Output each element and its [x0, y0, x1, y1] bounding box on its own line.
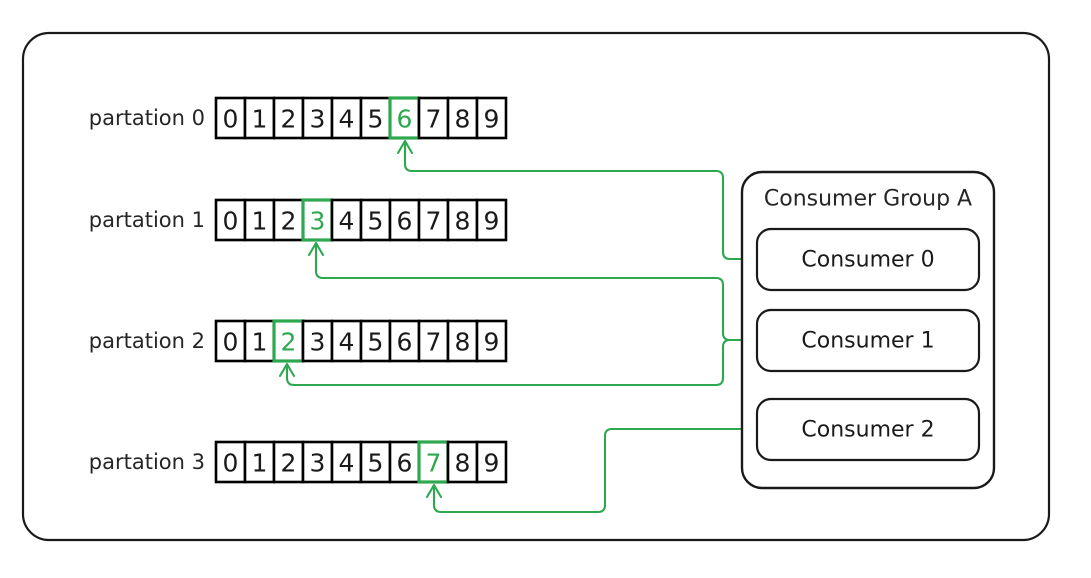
- partition-cell-label: 2: [281, 449, 297, 478]
- outer-frame: [21, 31, 1051, 542]
- partition-label: partation 0: [89, 106, 205, 130]
- partition-cell-label: 3: [310, 328, 326, 357]
- consumer-label: Consumer 1: [801, 329, 934, 354]
- partition-cell-label: 0: [223, 449, 239, 478]
- partition-cell-label: 8: [455, 207, 471, 236]
- partition-cell-label: 0: [223, 207, 239, 236]
- consumer-group-frame: [740, 170, 996, 490]
- partition-cell-label: 5: [368, 328, 384, 357]
- consumer-label: Consumer 2: [801, 418, 934, 443]
- consumer-box[interactable]: Consumer 0: [755, 227, 981, 292]
- partition-cell-highlighted[interactable]: 7: [417, 440, 450, 484]
- consumer-group: Consumer Group A Consumer 0 Consumer 1 C…: [740, 170, 996, 490]
- partition-cell-label: 2: [281, 207, 297, 236]
- partition-label: partation 2: [89, 329, 205, 353]
- partition-cell-label: 8: [455, 328, 471, 357]
- partition-cell-label: 6: [397, 105, 413, 134]
- connector-consumer0-to-partition0: [403, 141, 744, 261]
- partition-cell[interactable]: [475, 198, 508, 242]
- partition-cell-label: 4: [339, 449, 355, 478]
- partition-label: partation 1: [89, 208, 205, 232]
- partition-cell-label: 1: [252, 105, 268, 134]
- arrowhead-partition1: [307, 241, 325, 257]
- partition-cell[interactable]: [301, 319, 334, 363]
- partition-cell[interactable]: [214, 198, 247, 242]
- partition-cell-highlighted[interactable]: 2: [272, 319, 305, 363]
- consumer-box[interactable]: Consumer 2: [755, 397, 981, 462]
- partition-row: partation 3 0 1 2 3 4 5 6: [89, 440, 508, 484]
- partition-rows: partation 0 0 1 2 3 4 5: [89, 96, 508, 484]
- partition-cell-label: 9: [484, 207, 500, 236]
- partition-cell[interactable]: [214, 440, 247, 484]
- partition-cell[interactable]: [475, 96, 508, 140]
- partition-cell-label: 8: [455, 449, 471, 478]
- partition-row: partation 2 0 1 2 3 4 5: [89, 319, 508, 363]
- partition-cell-label: 7: [426, 328, 442, 357]
- partition-cell[interactable]: [417, 319, 450, 363]
- partition-cell-label: 4: [339, 207, 355, 236]
- partition-cells: 0 1 2 3 4 5 6 7: [214, 440, 508, 484]
- partition-cell[interactable]: [359, 319, 392, 363]
- partition-cell-label: 9: [484, 449, 500, 478]
- partition-cell-label: 9: [484, 328, 500, 357]
- partition-cell[interactable]: [243, 96, 276, 140]
- partition-cell-label: 2: [281, 328, 297, 357]
- partition-cells: 0 1 2 3 4 5: [214, 96, 508, 142]
- partition-row: partation 0 0 1 2 3 4 5: [89, 96, 508, 142]
- partition-cells: 0 1 2 3 4 5 6 7: [214, 319, 508, 363]
- partition-cell[interactable]: [243, 319, 276, 363]
- partition-cell-label: 6: [397, 207, 413, 236]
- partition-cell-label: 7: [426, 105, 442, 134]
- arrowhead-partition3: [425, 483, 443, 499]
- partition-cell-label: 8: [455, 105, 471, 134]
- partition-row: partation 1 0 1 2 3 4 5: [89, 198, 508, 242]
- partition-cells: 0 1 2 3 4 5 6 7: [214, 198, 508, 242]
- partition-cell-label: 9: [484, 105, 500, 134]
- partition-cell-label: 1: [252, 449, 268, 478]
- partition-cell-label: 5: [368, 449, 384, 478]
- arrowhead-partition0: [396, 139, 414, 155]
- arrowhead-partition2: [278, 362, 296, 378]
- partition-cell-label: 2: [281, 105, 297, 134]
- partition-label: partation 3: [89, 450, 205, 474]
- partition-cell-label: 6: [397, 449, 413, 478]
- partition-cell-label: 6: [397, 328, 413, 357]
- partition-cell-label: 5: [368, 105, 384, 134]
- partition-cell-highlighted[interactable]: 6: [364, 96, 436, 142]
- consumer-group-title: Consumer Group A: [764, 187, 972, 212]
- partition-cell-label: 0: [223, 328, 239, 357]
- partition-cell-label: 0: [223, 105, 239, 134]
- connector-consumer1-to-partition1: [314, 243, 744, 342]
- partition-cell[interactable]: [388, 198, 421, 242]
- partition-cell-label: 7: [426, 449, 442, 478]
- partition-cell-label: 5: [368, 207, 384, 236]
- partition-cell[interactable]: [243, 440, 276, 484]
- partition-cell[interactable]: [388, 319, 421, 363]
- partition-cell-label: 7: [426, 207, 442, 236]
- consumer-box[interactable]: Consumer 1: [755, 308, 981, 373]
- partition-cell-label: 4: [339, 328, 355, 357]
- partition-cell-highlighted[interactable]: 3: [301, 198, 334, 242]
- partition-cell-label: 1: [252, 328, 268, 357]
- partition-cell-label: 3: [310, 449, 326, 478]
- partition-cell-label: 4: [339, 105, 355, 134]
- connector-consumer2-to-partition3: [432, 427, 744, 514]
- partition-cell[interactable]: [272, 440, 305, 484]
- partition-cell[interactable]: [475, 440, 508, 484]
- partition-cell[interactable]: [359, 96, 392, 140]
- partition-cell[interactable]: [475, 319, 508, 363]
- partition-cell-label: 3: [310, 105, 326, 134]
- partition-cell[interactable]: [446, 198, 479, 242]
- partition-cell-label: 3: [310, 207, 326, 236]
- partition-cell[interactable]: [301, 96, 334, 140]
- connector-consumer1-to-partition2: [285, 338, 744, 387]
- consumer-label: Consumer 0: [801, 248, 934, 273]
- partition-cell[interactable]: [330, 440, 363, 484]
- partition-cell-label: 1: [252, 207, 268, 236]
- partition-cell[interactable]: [214, 319, 247, 363]
